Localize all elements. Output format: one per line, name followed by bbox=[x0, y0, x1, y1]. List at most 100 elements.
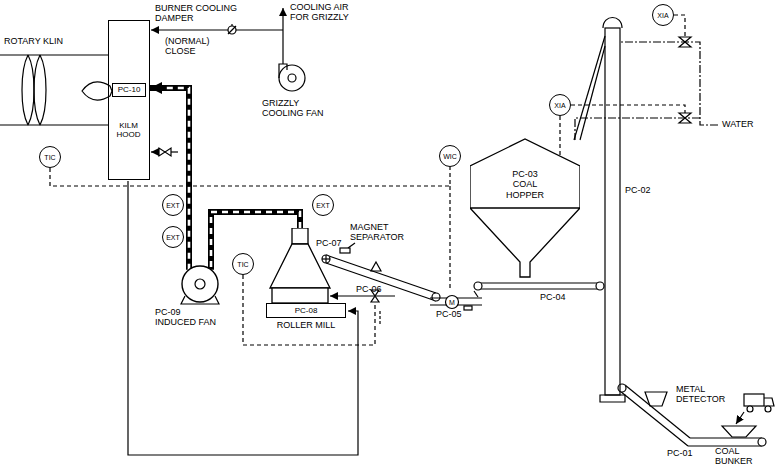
equipment-label: COAL HOPPER bbox=[499, 179, 551, 200]
fan-hub bbox=[195, 279, 205, 289]
conveyor bbox=[464, 306, 472, 310]
gas-duct bbox=[150, 88, 189, 270]
grizzly-cooling-fan bbox=[231, 24, 232, 26]
bucket-elevator bbox=[580, 46, 605, 140]
rotary-kiln bbox=[22, 55, 34, 125]
bucket-elevator bbox=[574, 36, 605, 140]
part-label: PC-01 bbox=[667, 448, 693, 458]
part-label: PC-04 bbox=[540, 292, 566, 302]
metal-detector bbox=[645, 392, 667, 406]
rotary-kiln bbox=[34, 55, 46, 125]
instrument-circle: XIA bbox=[549, 94, 571, 116]
mill-outline bbox=[292, 228, 308, 244]
conveyor bbox=[325, 255, 326, 263]
conveyor bbox=[690, 437, 762, 438]
part-label: COAL BUNKER bbox=[715, 446, 770, 467]
truck-and-bunker bbox=[744, 394, 764, 406]
part-label: PC-02 bbox=[625, 185, 651, 195]
conveyor bbox=[758, 438, 766, 446]
instrument-tag: TIC bbox=[237, 261, 248, 268]
water-spray-line bbox=[575, 42, 718, 140]
conveyor bbox=[322, 243, 766, 446]
signal-line bbox=[559, 116, 560, 155]
rotary-kiln bbox=[0, 124, 108, 125]
hopper-label: PC-03COAL HOPPER bbox=[470, 169, 580, 200]
equipment-label: INDUCED FAN bbox=[155, 317, 216, 327]
truck-and-bunker bbox=[765, 406, 771, 412]
equipment-label: PC-03 bbox=[470, 169, 580, 179]
hot-gas-duct bbox=[379, 311, 380, 325]
instrument-circle: EXT bbox=[312, 194, 334, 216]
hot-gas-duct bbox=[330, 295, 395, 296]
coal-hopper: PC-03COAL HOPPER bbox=[470, 138, 580, 278]
signal-line bbox=[243, 15, 685, 345]
mill-outline bbox=[272, 288, 328, 303]
conveyor bbox=[432, 293, 440, 301]
instrument-tag: EXT bbox=[166, 202, 180, 209]
water-spray-line bbox=[620, 42, 718, 125]
part-label: PC-05 bbox=[436, 309, 462, 319]
part-label: GRIZZLY COOLING FAN bbox=[262, 98, 328, 119]
grizzly-cooling-fan bbox=[279, 64, 287, 78]
kiln-hood: PC-10KILM HOOD bbox=[108, 20, 150, 180]
instrument-tag: EXT bbox=[166, 234, 180, 241]
induced-fan: PC-09INDUCED FAN bbox=[155, 262, 235, 330]
rotary-kiln bbox=[0, 55, 108, 125]
instrument-circle: TIC bbox=[39, 146, 61, 168]
part-label: WATER bbox=[722, 119, 754, 129]
fan-symbol bbox=[155, 262, 235, 306]
conveyor bbox=[478, 288, 600, 289]
grizzly-cooling-fan bbox=[151, 29, 283, 30]
bucket-elevator bbox=[574, 18, 625, 403]
burner-tag: PC-10 bbox=[112, 83, 146, 97]
truck-and-bunker bbox=[722, 426, 756, 437]
hopper-outline bbox=[470, 139, 580, 277]
grizzly-cooling-fan bbox=[282, 8, 283, 64]
signal-line bbox=[50, 167, 450, 186]
bucket-elevator bbox=[605, 28, 620, 395]
motor-symbol-label: M bbox=[449, 299, 455, 306]
hood-air-inlet bbox=[159, 148, 171, 156]
part-label: METAL DETECTOR bbox=[676, 384, 738, 405]
metal-detector bbox=[645, 392, 667, 406]
conveyor bbox=[474, 291, 478, 297]
truck-and-bunker bbox=[764, 398, 774, 406]
part-label: MAGNET SEPARATOR bbox=[350, 222, 412, 243]
conveyor bbox=[371, 262, 381, 271]
conveyor bbox=[596, 282, 604, 290]
water-valve bbox=[679, 37, 691, 47]
signal-line bbox=[674, 15, 685, 37]
instrument-circle: TIC bbox=[232, 253, 254, 275]
part-label: PC-07 bbox=[316, 238, 342, 248]
grizzly-cooling-fan bbox=[288, 74, 296, 82]
gas-duct bbox=[162, 88, 189, 270]
bucket-elevator bbox=[603, 18, 622, 29]
instrument-circle: EXT bbox=[162, 194, 184, 216]
part-label: BURNER COOLING DAMPER bbox=[155, 3, 250, 24]
instrument-circle: XIA bbox=[652, 4, 674, 26]
instrument-tag: XIA bbox=[657, 12, 668, 19]
gas-duct bbox=[150, 88, 189, 270]
grizzly-cooling-fan bbox=[228, 26, 236, 34]
equipment-label: PC-09 bbox=[155, 307, 216, 317]
instrument-tag: WIC bbox=[443, 153, 457, 160]
part-label: ROTARY KLIN bbox=[4, 36, 63, 46]
hopper-outline bbox=[470, 138, 580, 278]
hood-label: KILM HOOD bbox=[109, 121, 148, 139]
conveyor bbox=[322, 255, 330, 263]
mill-base-tag: PC-08 bbox=[266, 303, 346, 318]
signal-line bbox=[449, 186, 450, 290]
conveyor bbox=[618, 384, 626, 392]
instrument-circle: EXT bbox=[162, 226, 184, 248]
conveyor bbox=[446, 296, 459, 309]
bucket-elevator bbox=[600, 395, 625, 402]
conveyor bbox=[340, 248, 350, 253]
truck-and-bunker bbox=[736, 412, 744, 424]
instrument-circle: WIC bbox=[439, 145, 461, 167]
truck-and-bunker bbox=[722, 394, 774, 437]
instrument-tag: XIA bbox=[554, 102, 565, 109]
water-valve bbox=[679, 37, 691, 123]
instrument-tag: EXT bbox=[316, 202, 330, 209]
part-label: COOLING AIR FOR GRIZZLY bbox=[290, 2, 358, 23]
